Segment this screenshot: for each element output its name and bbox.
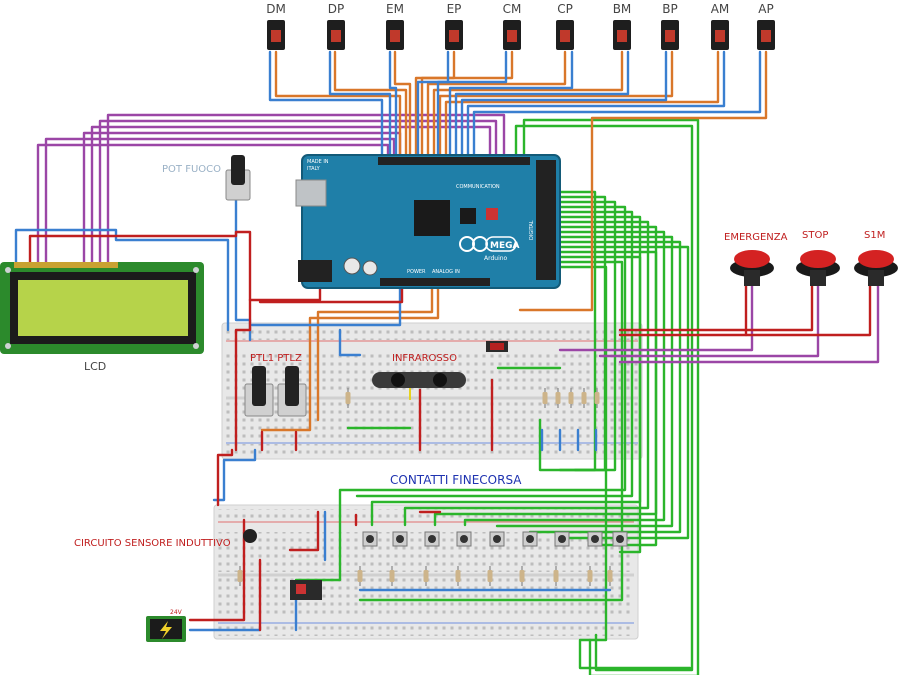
motor-connector-cp: CP (556, 2, 574, 50)
emergenza-label: EMERGENZA (724, 232, 788, 243)
resistor-bottom-5 (455, 566, 461, 586)
emergency-button (730, 250, 774, 286)
limit-switch-4 (456, 531, 472, 547)
ptl-potentiometers (244, 366, 307, 417)
resistor-bottom-7 (519, 566, 525, 586)
resistor-bottom-10 (607, 566, 613, 586)
display-segments (490, 343, 504, 350)
resistor-top-1 (345, 388, 351, 408)
arduino-country: ITALY (307, 166, 321, 172)
supply-label: 24V (170, 609, 183, 616)
limit-switch-8 (587, 531, 603, 547)
arduino-digital-label: DIGITAL (529, 220, 535, 240)
lightning-icon (160, 621, 172, 639)
arduino-brand: Arduino (484, 255, 508, 262)
resistors-top (345, 388, 600, 408)
arduino-power-label: POWER (407, 269, 426, 275)
resistor-top-6 (594, 388, 600, 408)
motor-connector-am: AM (711, 2, 730, 50)
motor-connector-bm: BM (613, 2, 632, 50)
limit-switch-2 (392, 531, 408, 547)
resistors-bottom (237, 566, 613, 586)
resistor-bottom-9 (587, 566, 593, 586)
motor-connector-dp: DP (327, 2, 345, 50)
arduino-made-in: MADE IN (307, 159, 329, 165)
motor-connector-bp: BP (661, 2, 679, 50)
wires-orange (260, 50, 768, 432)
resistor-bottom-3 (389, 566, 395, 586)
lcd-label: LCD (84, 360, 106, 373)
motor-connector-dm: DM (266, 2, 286, 50)
resistor-top-4 (568, 388, 574, 408)
contatti-finecorsa-label: CONTATTI FINECORSA (390, 473, 522, 487)
pot-fuoco-potentiometer (225, 155, 251, 201)
resistor-bottom-6 (487, 566, 493, 586)
motor-label-dm: DM (266, 2, 286, 16)
s1m-label: S1M (864, 230, 885, 241)
wires-red (28, 230, 872, 632)
stop-label: STOP (802, 230, 828, 241)
circuito-sensore-label: CIRCUITO SENSORE INDUTTIVO (74, 538, 231, 549)
motor-connector-ep: EP (445, 2, 463, 50)
motor-label-ap: AP (758, 2, 773, 16)
resistor-bottom-1 (237, 566, 243, 586)
motor-label-am: AM (711, 2, 730, 16)
motor-label-dp: DP (328, 2, 344, 16)
lcd-module (0, 262, 204, 354)
limit-switch-3 (424, 531, 440, 547)
motor-label-bm: BM (613, 2, 632, 16)
motor-connector-ap: AP (757, 2, 775, 50)
resistor-top-3 (555, 388, 561, 408)
inductive-sensor-circuit (243, 529, 322, 600)
power-supply-connector (146, 616, 186, 642)
limit-switch-9 (612, 531, 628, 547)
limit-switch-buttons (362, 531, 628, 547)
arduino-mega-board: MADE IN ITALY COMMUNICATION POWER ANALOG… (295, 154, 561, 289)
motor-label-cp: CP (557, 2, 573, 16)
motor-label-ep: EP (447, 2, 462, 16)
limit-switch-6 (522, 531, 538, 547)
resistor-top-2 (542, 388, 548, 408)
arduino-communication-label: COMMUNICATION (456, 184, 500, 190)
limit-switch-7 (554, 531, 570, 547)
arduino-logo-icon (459, 236, 488, 252)
motor-connector-cm: CM (503, 2, 522, 50)
wires-green (294, 118, 700, 675)
arduino-analog-label: ANALOG IN (432, 269, 460, 275)
motor-label-bp: BP (662, 2, 677, 16)
infrarosso-label: INFRAROSSO (392, 353, 457, 364)
motor-connector-em: EM (386, 2, 404, 50)
motor-connectors: DM DP EM EP CM CP BM BP AM AP (266, 2, 775, 50)
resistor-bottom-4 (423, 566, 429, 586)
infrared-sensor (372, 372, 466, 400)
stop-button (796, 250, 840, 286)
resistor-bottom-2 (357, 566, 363, 586)
resistor-top-5 (581, 388, 587, 408)
s1m-button (854, 250, 898, 286)
pot-fuoco-label: POT FUOCO (162, 164, 221, 175)
limit-switch-5 (489, 531, 505, 547)
motor-label-cm: CM (503, 2, 522, 16)
arduino-model: MEGA (490, 241, 519, 251)
motor-label-em: EM (386, 2, 404, 16)
resistor-bottom-8 (553, 566, 559, 586)
ptl-label: PTL1 PTLZ (250, 353, 302, 364)
limit-switch-1 (362, 531, 378, 547)
